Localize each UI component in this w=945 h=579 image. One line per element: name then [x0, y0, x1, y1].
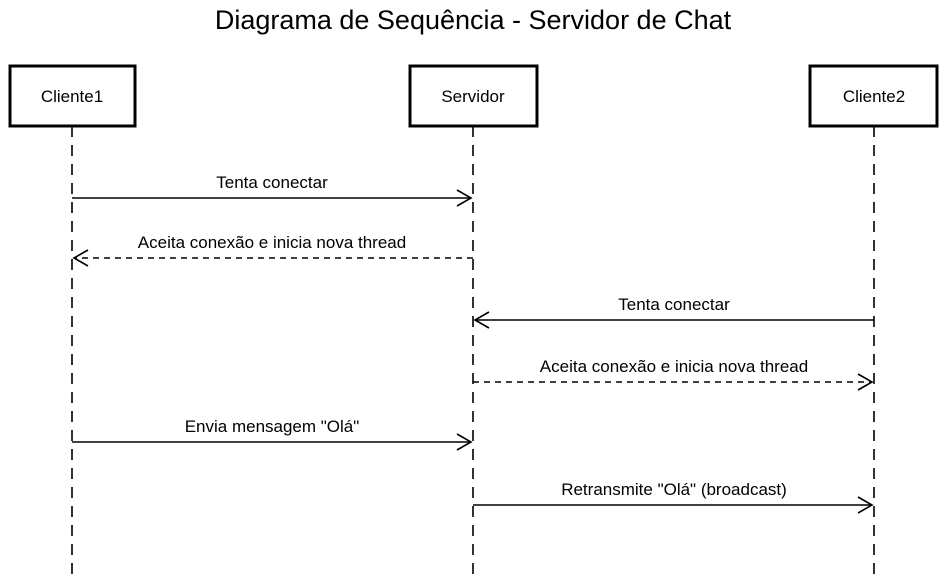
participant-label: Cliente2 — [843, 87, 905, 106]
message-label: Retransmite "Olá" (broadcast) — [561, 480, 787, 499]
participant-box — [408, 64, 539, 128]
participant-box — [808, 64, 939, 128]
participant-box — [8, 64, 137, 128]
message-label: Aceita conexão e inicia nova thread — [138, 233, 406, 252]
message-label: Aceita conexão e inicia nova thread — [540, 357, 808, 376]
message-label: Tenta conectar — [618, 295, 730, 314]
message-1: Tenta conectar — [72, 173, 473, 207]
message-3: Tenta conectar — [473, 295, 874, 329]
diagram-title: Diagrama de Sequência - Servidor de Chat — [215, 5, 732, 35]
arrowhead-icon — [857, 373, 874, 391]
message-label: Envia mensagem "Olá" — [185, 417, 360, 436]
participant-cliente1: Cliente1 — [8, 64, 137, 128]
message-6: Retransmite "Olá" (broadcast) — [473, 480, 874, 514]
arrowhead-icon — [473, 311, 490, 329]
arrowhead-icon — [456, 433, 473, 451]
participant-label: Servidor — [441, 87, 505, 106]
message-5: Envia mensagem "Olá" — [72, 417, 473, 451]
participant-cliente2: Cliente2 — [808, 64, 939, 128]
participant-label: Cliente1 — [41, 87, 103, 106]
message-2: Aceita conexão e inicia nova thread — [72, 233, 473, 267]
arrowhead-icon — [456, 189, 473, 207]
arrowhead-icon — [857, 496, 874, 514]
message-4: Aceita conexão e inicia nova thread — [473, 357, 874, 391]
participant-servidor: Servidor — [408, 64, 539, 128]
message-label: Tenta conectar — [216, 173, 328, 192]
arrowhead-icon — [72, 249, 89, 267]
